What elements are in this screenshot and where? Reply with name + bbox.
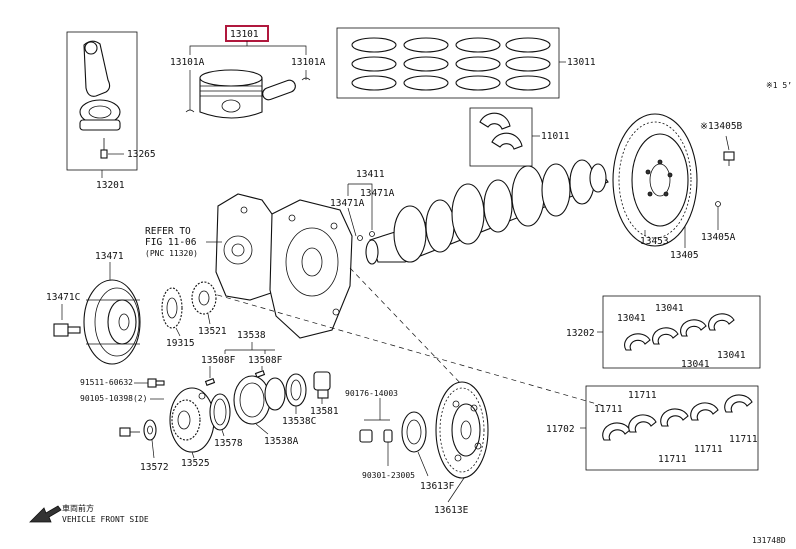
callout-11711-a[interactable]: 11711 — [594, 404, 623, 415]
oil-pump-rotor-housing[interactable] — [169, 387, 215, 453]
callout-13538A[interactable]: 13538A — [264, 436, 299, 447]
tensioner-13581[interactable] — [313, 371, 331, 399]
callout-13538[interactable]: 13538 — [237, 330, 266, 341]
vehicle-front-arrow — [29, 505, 62, 523]
snap-ring-left — [185, 109, 195, 113]
callout-13041-a[interactable]: 13041 — [617, 313, 646, 324]
callout-11711-b[interactable]: 11711 — [628, 390, 657, 401]
thrust-washers[interactable] — [479, 112, 523, 150]
connecting-rod-group[interactable] — [66, 31, 138, 178]
callout-13201[interactable]: 13201 — [96, 180, 125, 191]
callout-91511-60632[interactable]: 91511-60632 — [80, 378, 133, 387]
conrod-bearings[interactable] — [624, 313, 735, 351]
piston-rings-box — [336, 27, 560, 99]
snap-ring-right — [301, 77, 311, 81]
crank-timing-gear[interactable] — [191, 281, 217, 315]
pin-a — [357, 235, 363, 241]
crank-sprocket[interactable] — [161, 287, 183, 329]
alignment-dash-2 — [349, 267, 466, 389]
bolt-91511[interactable] — [147, 378, 165, 388]
callout-13405B[interactable]: ※13405B — [700, 121, 743, 132]
plate-13538A[interactable] — [233, 375, 271, 425]
callout-11011[interactable]: 11011 — [541, 131, 570, 142]
callout-13011[interactable]: 13011 — [567, 57, 596, 68]
refer-line-1: REFER TO — [145, 226, 191, 237]
crank-bearings[interactable] — [602, 394, 753, 441]
callout-13265[interactable]: 13265 — [127, 149, 156, 160]
refer-line-2[interactable]: FIG 11-06 — [145, 237, 197, 248]
alignment-dash-1 — [199, 289, 605, 407]
key-b — [254, 370, 266, 378]
callout-13521[interactable]: 13521 — [198, 326, 227, 337]
callout-13101[interactable]: 13101 — [230, 29, 259, 40]
key-a — [204, 378, 216, 386]
callout-11711-e[interactable]: 11711 — [729, 434, 758, 445]
callout-13578[interactable]: 13578 — [214, 438, 243, 449]
oil-seal-13613F[interactable] — [401, 411, 427, 453]
callout-13471A-b[interactable]: 13471A — [330, 198, 365, 209]
refer-line-3: (PNC 11320) — [145, 249, 198, 258]
oil-pump-body[interactable] — [215, 193, 275, 301]
piston-pin[interactable] — [261, 79, 297, 102]
thrust-washer-box — [469, 107, 533, 167]
front-label-en: VEHICLE FRONT SIDE — [62, 515, 149, 524]
callout-90176-14003[interactable]: 90176-14003 — [345, 389, 398, 398]
ring-13538C[interactable] — [264, 373, 307, 411]
piston-bracket — [189, 45, 307, 55]
ring-13578[interactable] — [209, 393, 231, 431]
timing-chain-cover[interactable] — [269, 199, 353, 339]
callout-13411[interactable]: 13411 — [356, 169, 385, 180]
piston[interactable] — [199, 69, 263, 119]
piston-rings[interactable] — [351, 37, 551, 91]
washer-13572[interactable] — [143, 419, 157, 441]
callout-13041-d[interactable]: 13041 — [717, 350, 746, 361]
figure-code: 131748D — [752, 536, 786, 545]
connecting-rod-cap — [79, 119, 121, 131]
connecting-rod-small-end — [84, 41, 98, 55]
flywheel[interactable] — [612, 113, 698, 247]
pin-b — [369, 231, 375, 237]
callout-13572[interactable]: 13572 — [140, 462, 169, 473]
callout-13202[interactable]: 13202 — [566, 328, 595, 339]
callout-13508F-b[interactable]: 13508F — [248, 355, 283, 366]
callout-11711-d[interactable]: 11711 — [694, 444, 723, 455]
flywheel-bolt[interactable] — [723, 151, 735, 166]
callout-13613E[interactable]: 13613E — [434, 505, 469, 516]
callout-13101A-right[interactable]: 13101A — [291, 57, 326, 68]
nut-90176[interactable] — [359, 429, 373, 443]
callout-90301-23005[interactable]: 90301-23005 — [362, 471, 415, 480]
callout-13471C[interactable]: 13471C — [46, 292, 80, 303]
callout-13471[interactable]: 13471 — [95, 251, 124, 262]
callout-13581[interactable]: 13581 — [310, 406, 339, 417]
note-mark: ※1 5’ — [766, 81, 792, 90]
callout-13101A-left[interactable]: 13101A — [170, 57, 205, 68]
callout-13508F-a[interactable]: 13508F — [201, 355, 236, 366]
callout-11702[interactable]: 11702 — [546, 424, 575, 435]
callout-13041-b[interactable]: 13041 — [655, 303, 684, 314]
callout-13525[interactable]: 13525 — [181, 458, 210, 469]
callout-11711-c[interactable]: 11711 — [658, 454, 687, 465]
pulley-bolt[interactable] — [53, 323, 81, 337]
callout-13041-c[interactable]: 13041 — [681, 359, 710, 370]
callout-90105-10398[interactable]: 90105-10398(2) — [80, 394, 147, 403]
callout-19315[interactable]: 19315 — [166, 338, 195, 349]
bolt-90105[interactable] — [119, 427, 140, 437]
connecting-rod-body — [83, 40, 111, 97]
callout-13538C[interactable]: 13538C — [282, 416, 316, 427]
callout-13453[interactable]: 13453 — [640, 236, 669, 247]
callout-13613F[interactable]: 13613F — [420, 481, 455, 492]
callout-13471A-a[interactable]: 13471A — [360, 188, 395, 199]
driven-gear-13613E[interactable] — [435, 381, 489, 479]
front-label-jp: 車両前方 — [62, 503, 94, 513]
crankshaft[interactable] — [365, 159, 609, 265]
crank-pulley[interactable] — [83, 279, 141, 365]
callout-13405[interactable]: 13405 — [670, 250, 699, 261]
plug-90301[interactable] — [383, 429, 393, 443]
callout-13405A[interactable]: 13405A — [701, 232, 736, 243]
knock-pin — [715, 201, 721, 207]
